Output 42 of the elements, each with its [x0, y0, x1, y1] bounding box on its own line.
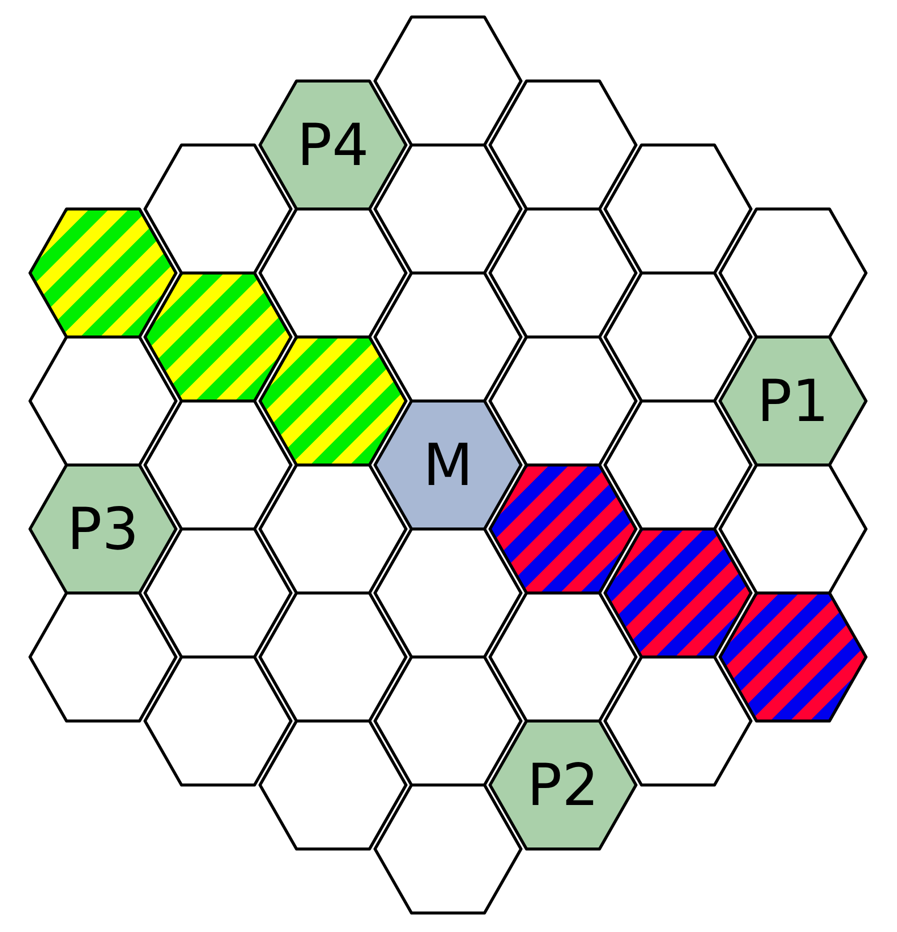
- hex-tile: [605, 273, 751, 401]
- hex-tile: [30, 209, 176, 337]
- hex-tile: [145, 657, 291, 785]
- tile-label: P2: [527, 756, 599, 814]
- hex-tile: [720, 209, 866, 337]
- hex-tile: [605, 529, 751, 657]
- tile-label: P4: [297, 116, 369, 174]
- hex-tile: [605, 145, 751, 273]
- tile-label: P3: [67, 500, 139, 558]
- hex-tile: [490, 209, 636, 337]
- hex-tile: [490, 721, 636, 849]
- tile-label: P1: [757, 372, 829, 430]
- hex-tile: [260, 465, 406, 593]
- hex-tile: [720, 593, 866, 721]
- hex-tile: [605, 401, 751, 529]
- hex-tile: [375, 401, 521, 529]
- hex-tile: [375, 17, 521, 145]
- hex-tile: [490, 593, 636, 721]
- hex-tile: [30, 465, 176, 593]
- tile-label: M: [422, 436, 474, 494]
- hex-tile: [490, 465, 636, 593]
- hex-tile: [375, 529, 521, 657]
- hex-tile: [145, 529, 291, 657]
- hex-tile: [490, 81, 636, 209]
- hex-tile: [490, 337, 636, 465]
- hex-tile: [375, 657, 521, 785]
- hex-tile: [605, 657, 751, 785]
- hex-tile: [30, 337, 176, 465]
- hex-tile: [375, 273, 521, 401]
- hex-tile: [260, 721, 406, 849]
- hex-tile: [260, 337, 406, 465]
- hex-tile: [260, 209, 406, 337]
- hex-tile: [720, 337, 866, 465]
- hex-tile: [720, 465, 866, 593]
- hex-tile: [30, 593, 176, 721]
- hex-tile: [145, 273, 291, 401]
- hex-tile: [145, 401, 291, 529]
- hex-tile: [260, 81, 406, 209]
- hex-tile: [260, 593, 406, 721]
- hex-tile: [375, 145, 521, 273]
- hex-tile: [145, 145, 291, 273]
- hex-tile: [375, 785, 521, 913]
